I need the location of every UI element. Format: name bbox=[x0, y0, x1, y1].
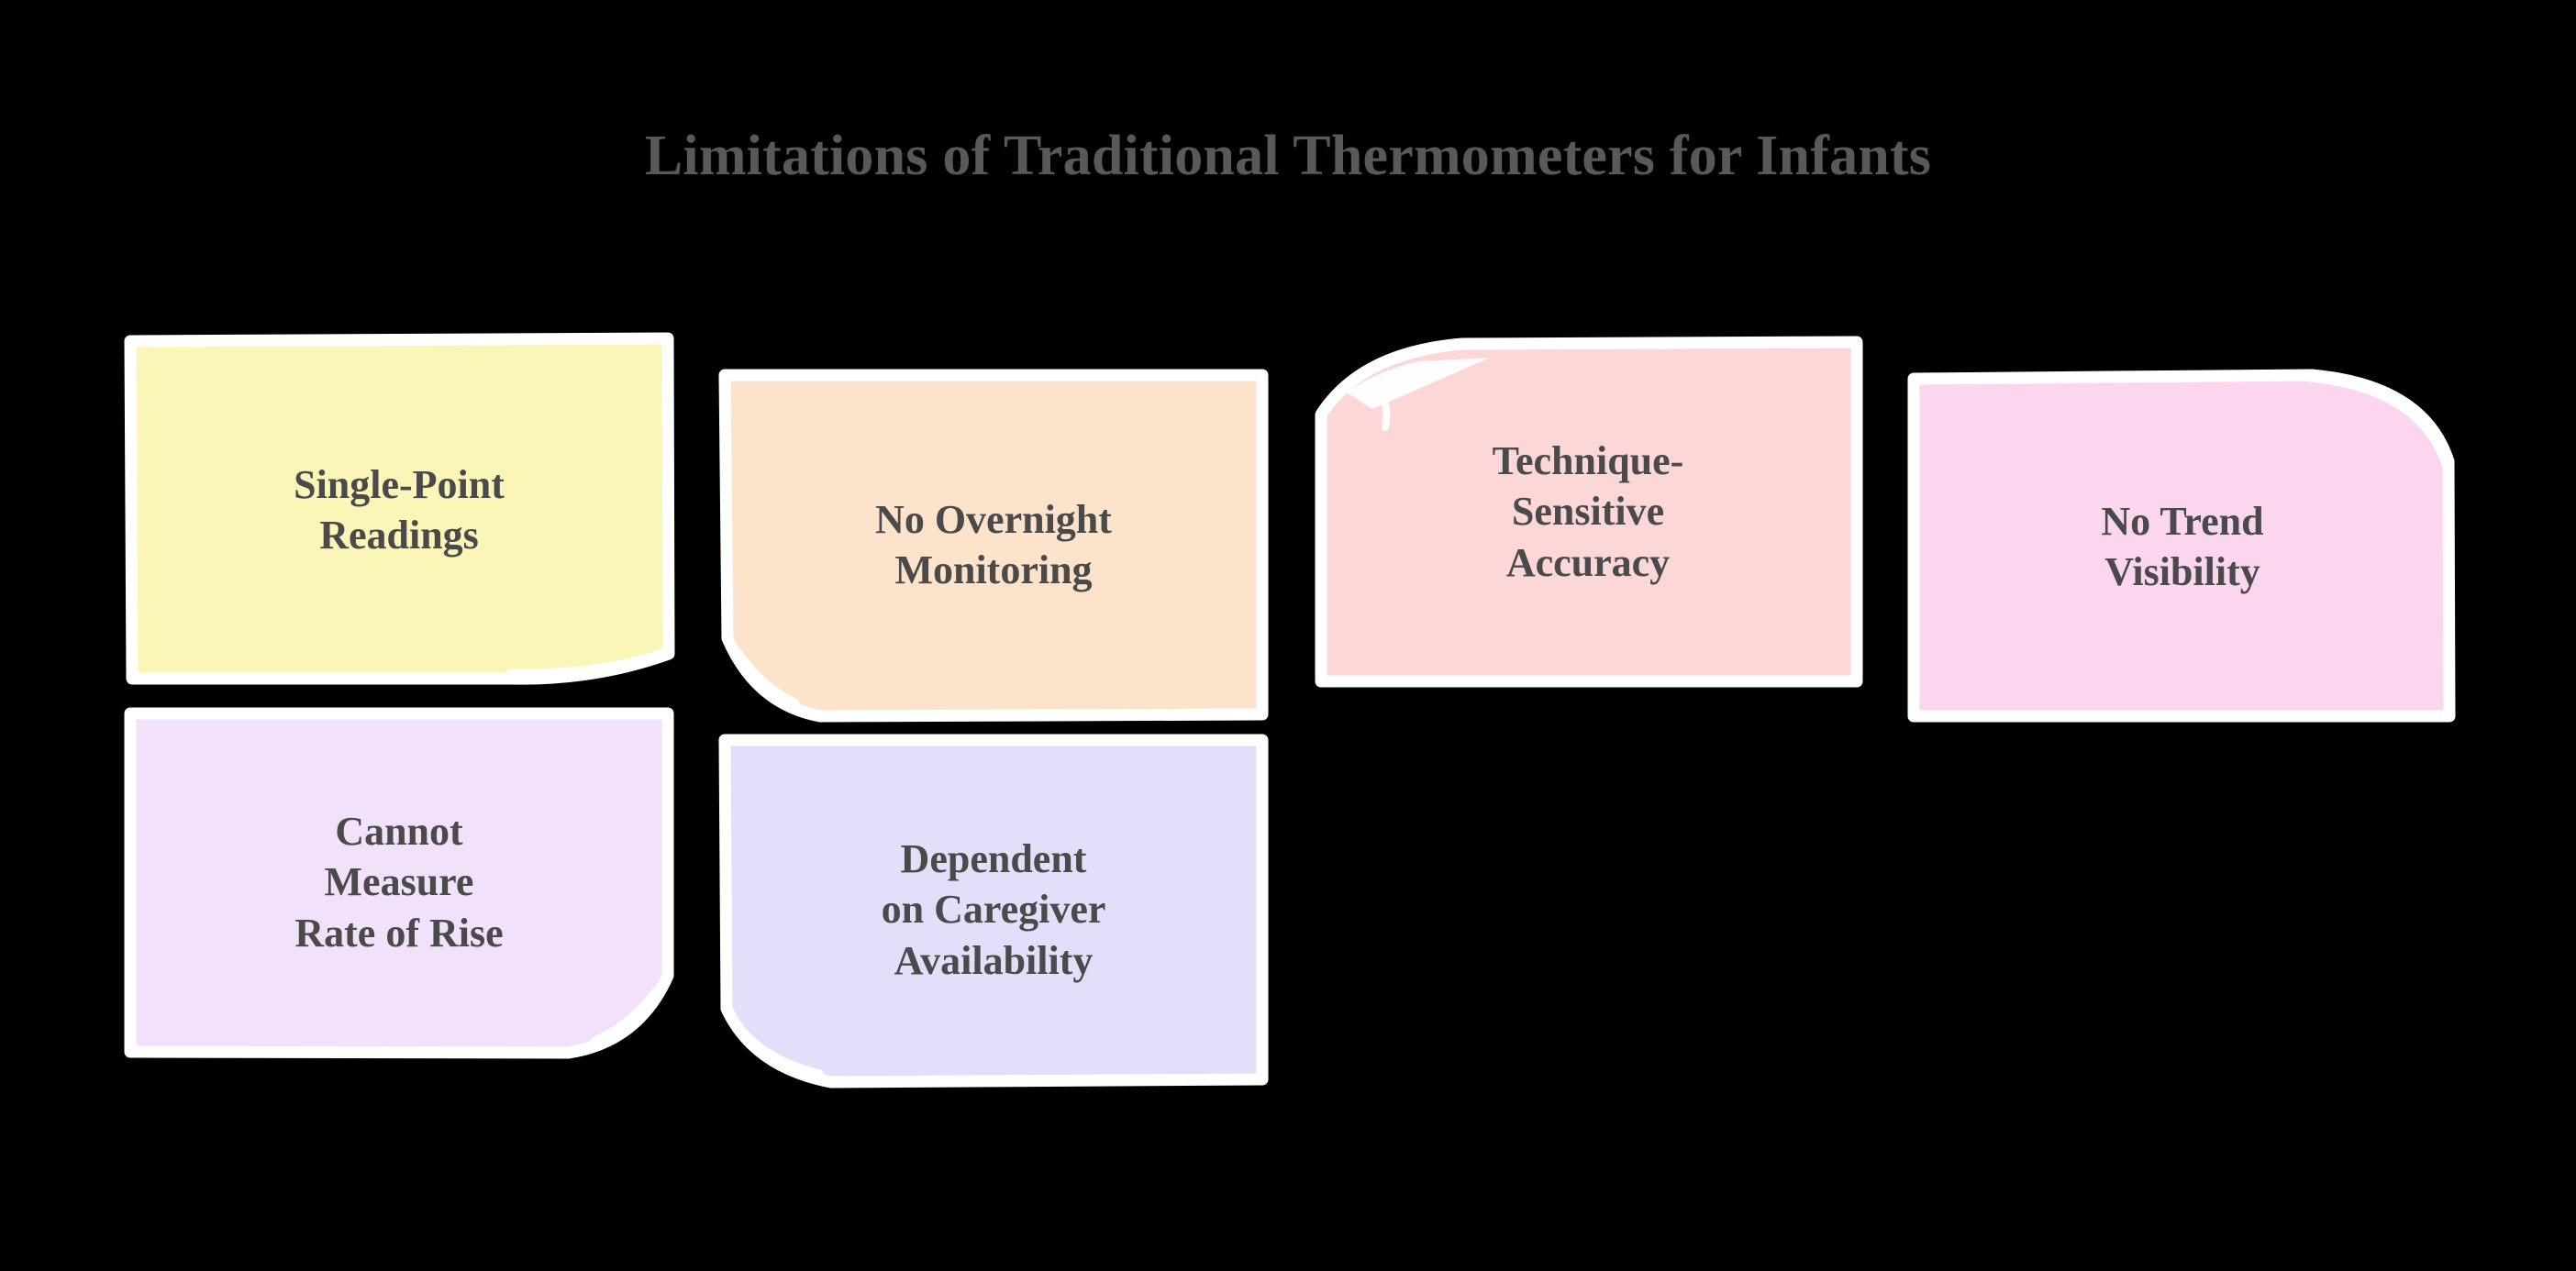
page-title: Limitations of Traditional Thermometers … bbox=[644, 125, 1932, 187]
